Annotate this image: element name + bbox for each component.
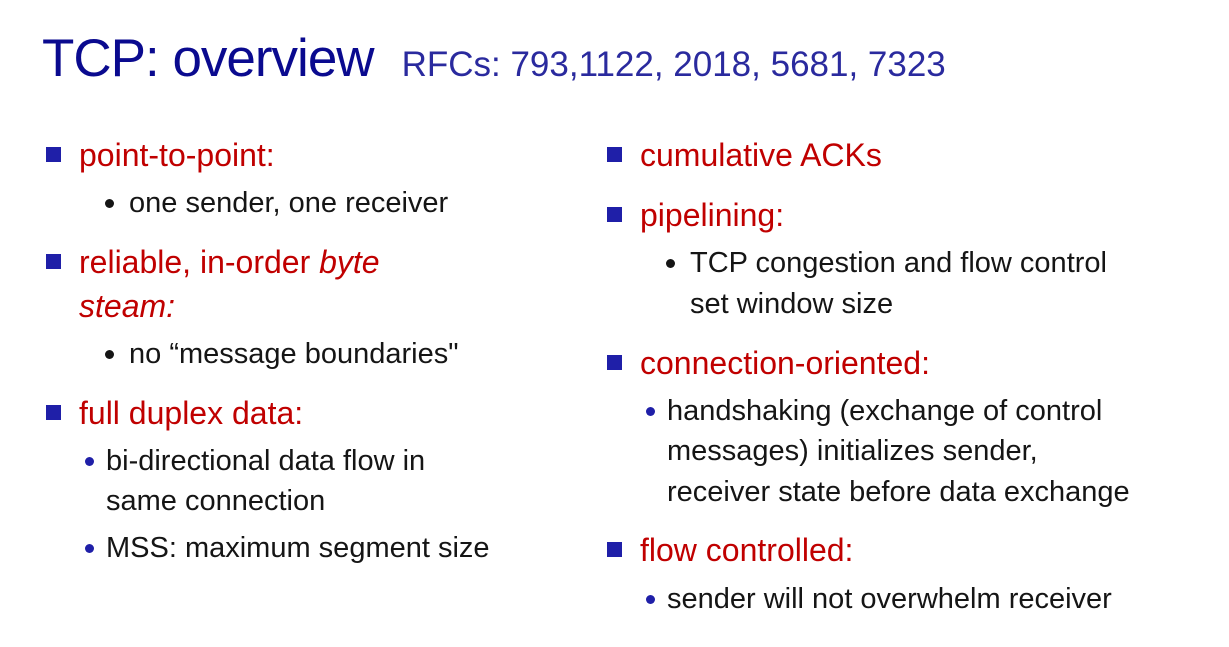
sub-bullet-item: one sender, one receiver [46, 183, 607, 224]
sub-bullet-item: no “message boundaries" [46, 334, 607, 375]
bullet-item: cumulative ACKs [607, 133, 1229, 177]
sub-bullet-item: handshaking (exchange of control message… [607, 391, 1229, 513]
dot-bullet-icon [646, 406, 655, 416]
sub-bullet-item: MSS: maximum segment size [46, 528, 607, 569]
sub-bullet-item: sender will not overwhelm receiver [607, 579, 1229, 620]
bullet-item: pipelining: [607, 193, 1229, 237]
bullet-text: pipelining: [640, 197, 785, 234]
bullet-text: TCP congestion and flow control set wind… [690, 247, 1107, 320]
dot-bullet-icon [666, 259, 675, 269]
dot-bullet-icon [85, 456, 94, 466]
bullet-text: MSS: maximum segment size [106, 532, 490, 564]
bullet-text: one sender, one receiver [129, 187, 449, 220]
bullet-text: reliable, in-order byte steam: [79, 243, 380, 324]
slide-header: TCP: overview RFCs: 793,1122, 2018, 5681… [0, 28, 1229, 89]
bullet-text: flow controlled: [640, 532, 854, 569]
bullet-text: handshaking (exchange of control message… [667, 394, 1130, 508]
square-bullet-icon [46, 253, 61, 269]
bullet-item: flow controlled: [607, 528, 1229, 572]
bullet-text: full duplex data: [79, 394, 304, 431]
square-bullet-icon [607, 207, 622, 223]
dot-bullet-icon [105, 199, 114, 209]
sub-bullet-item: bi-directional data flow in same connect… [46, 441, 607, 522]
content-columns: point-to-point: one sender, one receiver r… [0, 133, 1229, 619]
bullet-text: sender will not overwhelm receiver [667, 582, 1112, 615]
bullet-text: no “message boundaries" [129, 338, 459, 371]
bullet-text: connection-oriented: [640, 344, 930, 381]
bullet-item: full duplex data: [46, 391, 607, 435]
bullet-item: connection-oriented: [607, 341, 1229, 385]
dot-bullet-icon [85, 544, 94, 553]
bullet-text: point-to-point: [79, 137, 275, 173]
column-left: point-to-point: one sender, one receiver r… [46, 133, 607, 619]
slide-title: TCP: overview [42, 29, 375, 88]
square-bullet-icon [607, 354, 622, 370]
column-right: cumulative ACKs pipelining: TCP congestion… [607, 133, 1229, 619]
square-bullet-icon [46, 147, 61, 162]
square-bullet-icon [46, 404, 61, 420]
dot-bullet-icon [646, 594, 655, 604]
bullet-text: cumulative ACKs [640, 137, 882, 173]
bullet-item: reliable, in-order byte steam: [46, 240, 607, 328]
bullet-item: point-to-point: [46, 133, 607, 177]
square-bullet-icon [607, 542, 622, 558]
slide-subtitle: RFCs: 793,1122, 2018, 5681, 7323 [401, 45, 946, 84]
square-bullet-icon [607, 147, 622, 162]
bullet-text: bi-directional data flow in same connect… [106, 444, 426, 518]
sub-bullet-item: TCP congestion and flow control set wind… [607, 243, 1229, 324]
dot-bullet-icon [105, 350, 114, 360]
bullet-text-italic: byte steam: [79, 243, 380, 324]
